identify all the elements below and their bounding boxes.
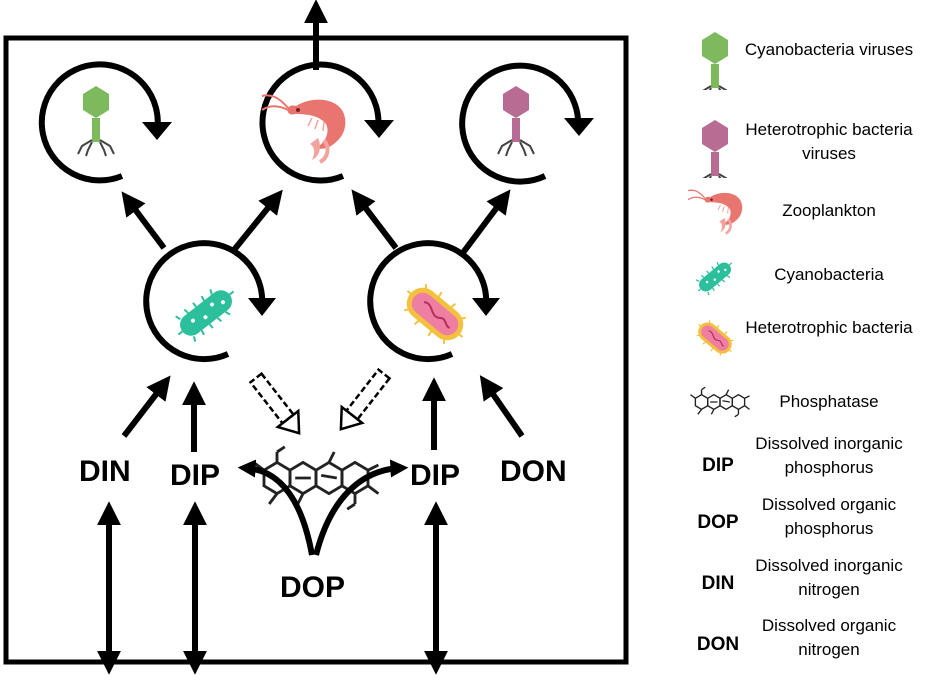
legend-label-din: Dissolved inorganic nitrogen bbox=[755, 556, 903, 599]
cyanobacteria-cycle bbox=[143, 240, 276, 363]
legend-label-dip: Dissolved inorganic phosphorus bbox=[755, 434, 903, 477]
legend-label-cyanobacteria-viruses: Cyanobacteria viruses bbox=[744, 40, 914, 59]
din-label: DIN bbox=[79, 455, 131, 488]
cyano-phosphatase-arrow bbox=[248, 371, 301, 435]
legend-abbr-din: DIN bbox=[701, 573, 735, 594]
dop-to-dip-left-arrow bbox=[237, 459, 315, 556]
legend-label-zooplankton: Zooplankton bbox=[782, 201, 876, 220]
don-label: DON bbox=[500, 455, 567, 488]
cyano-to-zooplankton-arrow bbox=[231, 189, 283, 252]
heterotrophic-bacteria-cycle bbox=[367, 240, 500, 363]
dop-label: DOP bbox=[280, 571, 345, 604]
cyanobacteria-icon bbox=[691, 254, 739, 300]
zooplankton-icon bbox=[260, 93, 348, 164]
cycle-arrow bbox=[459, 62, 582, 185]
heterotrophic-bacteria-icon bbox=[392, 273, 478, 355]
heterotrophic-virus-icon bbox=[497, 85, 535, 157]
hetero-to-virus-arrow bbox=[459, 189, 511, 256]
hetero-to-zooplankton-arrow bbox=[351, 189, 399, 250]
phosphatase-release-arrows bbox=[248, 367, 392, 435]
legend-label-dop: Dissolved organic phosphorus bbox=[761, 495, 897, 538]
legend-abbr-dip: DIP bbox=[702, 455, 734, 476]
cyanobacteria-virus-icon bbox=[696, 31, 734, 90]
legend-label-heterotrophic-bacteria: Heterotrophic bacteria bbox=[745, 318, 913, 337]
cycle-arrowhead bbox=[248, 298, 276, 316]
zooplankton-cycle bbox=[259, 61, 394, 184]
legend-abbr-dop: DOP bbox=[697, 512, 739, 533]
legend-label-cyanobacteria: Cyanobacteria bbox=[774, 265, 884, 284]
legend-label-heterotrophic-bacteria-viruses: Heterotrophic bacteria viruses bbox=[745, 120, 913, 163]
cycle-arrowhead bbox=[364, 120, 394, 138]
don-uptake-arrow bbox=[479, 375, 525, 438]
heterotrophic-virus-cycle bbox=[459, 62, 594, 185]
cycle-arrow bbox=[367, 240, 490, 363]
legend-label-don: Dissolved organic nitrogen bbox=[761, 616, 897, 659]
cycle-arrowhead bbox=[564, 118, 594, 136]
cyanobacteria-virus-cycle bbox=[38, 61, 172, 184]
heterotrophic-bacteria-icon bbox=[690, 315, 740, 361]
legend-label-phosphatase: Phosphatase bbox=[779, 392, 879, 411]
cycle-arrowhead bbox=[472, 298, 500, 316]
hetero-phosphatase-arrow bbox=[339, 367, 392, 431]
cycle-arrow bbox=[38, 61, 161, 184]
heterotrophic-virus-icon bbox=[696, 119, 734, 178]
flow-arrows bbox=[97, 189, 525, 675]
cycle-arrowhead bbox=[142, 122, 172, 140]
cyanobacteria-virus-icon bbox=[77, 85, 115, 157]
cycle-arrow bbox=[143, 240, 266, 363]
dop-to-dip-right-arrow bbox=[313, 459, 409, 556]
dip-left-label: DIP bbox=[170, 459, 220, 492]
cycle-arrow bbox=[259, 61, 382, 184]
cyano-to-virus-arrow bbox=[121, 191, 167, 250]
cyanobacteria-icon bbox=[167, 277, 245, 349]
dip-right-label: DIP bbox=[410, 459, 460, 492]
legend-abbr-don: DON bbox=[696, 634, 740, 655]
dop-hydrolysis-arrows bbox=[237, 459, 409, 556]
din-uptake-arrow bbox=[121, 375, 171, 438]
